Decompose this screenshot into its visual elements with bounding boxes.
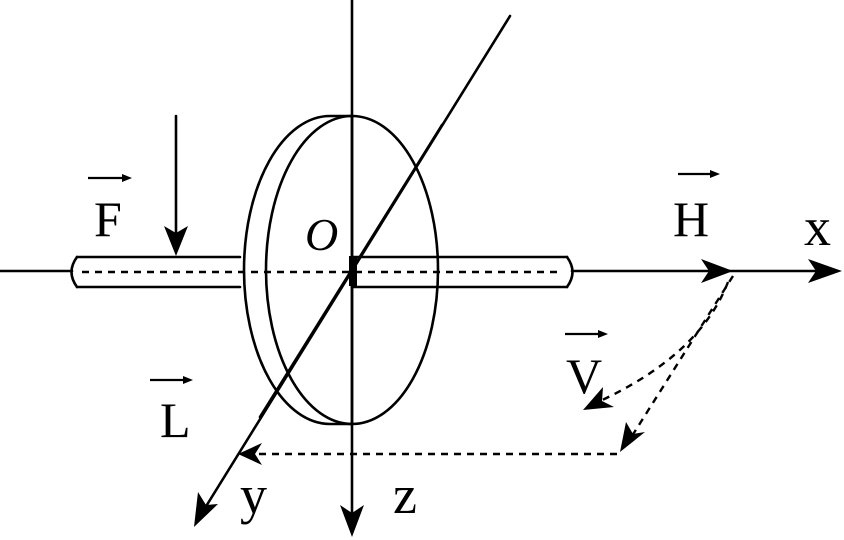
label-force: F (94, 191, 122, 247)
rotor-disc (242, 114, 440, 426)
label-x-axis: x (804, 197, 831, 257)
label-velocity: V (566, 348, 602, 404)
label-y-axis: y (240, 465, 267, 525)
x-axis (0, 259, 842, 283)
angular-momentum-arrowhead (701, 259, 733, 283)
label-angular-momentum: H (673, 191, 709, 247)
label-z-axis: z (393, 465, 417, 525)
torque-construction (238, 275, 735, 465)
label-torque: L (160, 392, 191, 448)
shaft-right (350, 255, 574, 289)
vector-overarrows (88, 170, 720, 384)
label-origin: O (305, 209, 338, 260)
force-arrow (164, 114, 188, 256)
shaft-left (70, 255, 242, 289)
